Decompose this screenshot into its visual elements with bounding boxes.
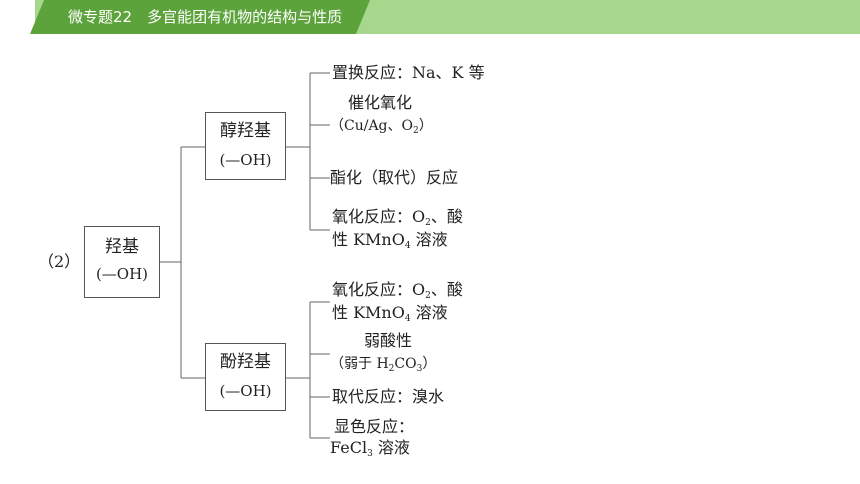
phenol-substitution: 取代反应：溴水: [332, 387, 445, 406]
root-box: 羟基 (—OH): [84, 226, 160, 298]
text-part: 氧化反应：O: [332, 280, 426, 299]
alcohol-catalytic-condition: （Cu/Ag、O2）: [330, 116, 433, 141]
text-part: 性 KMnO: [332, 303, 405, 322]
subscript: 2: [425, 218, 431, 228]
text-part: 溶液: [410, 230, 448, 249]
alcohol-replacement: 置换反应：Na、K 等: [332, 63, 485, 82]
phenol-oxidation-line1: 氧化反应：O2、酸: [332, 280, 463, 306]
index-label: （2）: [38, 252, 81, 271]
text-part: 性 KMnO: [332, 230, 405, 249]
text-part: ）: [418, 118, 433, 134]
phenol-name: 酚羟基: [220, 352, 271, 372]
subscript: 3: [367, 449, 373, 459]
alcohol-formula: (—OH): [219, 151, 272, 169]
phenol-box: 酚羟基 (—OH): [205, 343, 286, 411]
alcohol-catalytic-oxidation: 催化氧化: [348, 93, 413, 112]
alcohol-oxidation-line2: 性 KMnO4 溶液: [332, 230, 448, 256]
text-part: CO: [394, 356, 417, 372]
phenol-formula: (—OH): [219, 382, 272, 400]
text-part: 氧化反应：O: [332, 207, 426, 226]
phenol-weak-acid-condition: （弱于 H2CO3）: [330, 354, 436, 379]
alcohol-box: 醇羟基 (—OH): [205, 112, 286, 180]
phenol-color-reaction: 显色反应：: [334, 417, 415, 436]
text-part: ）: [422, 356, 437, 372]
alcohol-oxidation-line1: 氧化反应：O2、酸: [332, 207, 463, 233]
subscript: 2: [388, 364, 395, 374]
text-part: FeCl: [330, 438, 368, 457]
subscript: 4: [404, 314, 411, 324]
root-formula: (—OH): [95, 265, 149, 283]
text-part: 溶液: [410, 303, 448, 322]
phenol-color-reagent: FeCl3 溶液: [330, 438, 410, 464]
text-part: （弱于 H: [330, 356, 389, 372]
text-part: 溶液: [372, 438, 410, 457]
alcohol-esterification: 酯化（取代）反应: [330, 168, 459, 187]
page-title: 微专题22 多官能团有机物的结构与性质: [68, 8, 343, 26]
subscript: 2: [413, 126, 419, 136]
header-tab: [30, 0, 370, 34]
phenol-oxidation-line2: 性 KMnO4 溶液: [332, 303, 448, 329]
subscript: 3: [416, 364, 423, 374]
subscript: 2: [425, 291, 431, 301]
text-part: 、酸: [430, 280, 463, 299]
text-part: （Cu/Ag、O: [330, 118, 413, 134]
phenol-weak-acid: 弱酸性: [364, 331, 413, 350]
subscript: 4: [404, 241, 411, 251]
text-part: 、酸: [430, 207, 463, 226]
root-name: 羟基: [105, 237, 139, 257]
alcohol-name: 醇羟基: [220, 121, 271, 141]
header-banner: 微专题22 多官能团有机物的结构与性质: [0, 0, 860, 34]
